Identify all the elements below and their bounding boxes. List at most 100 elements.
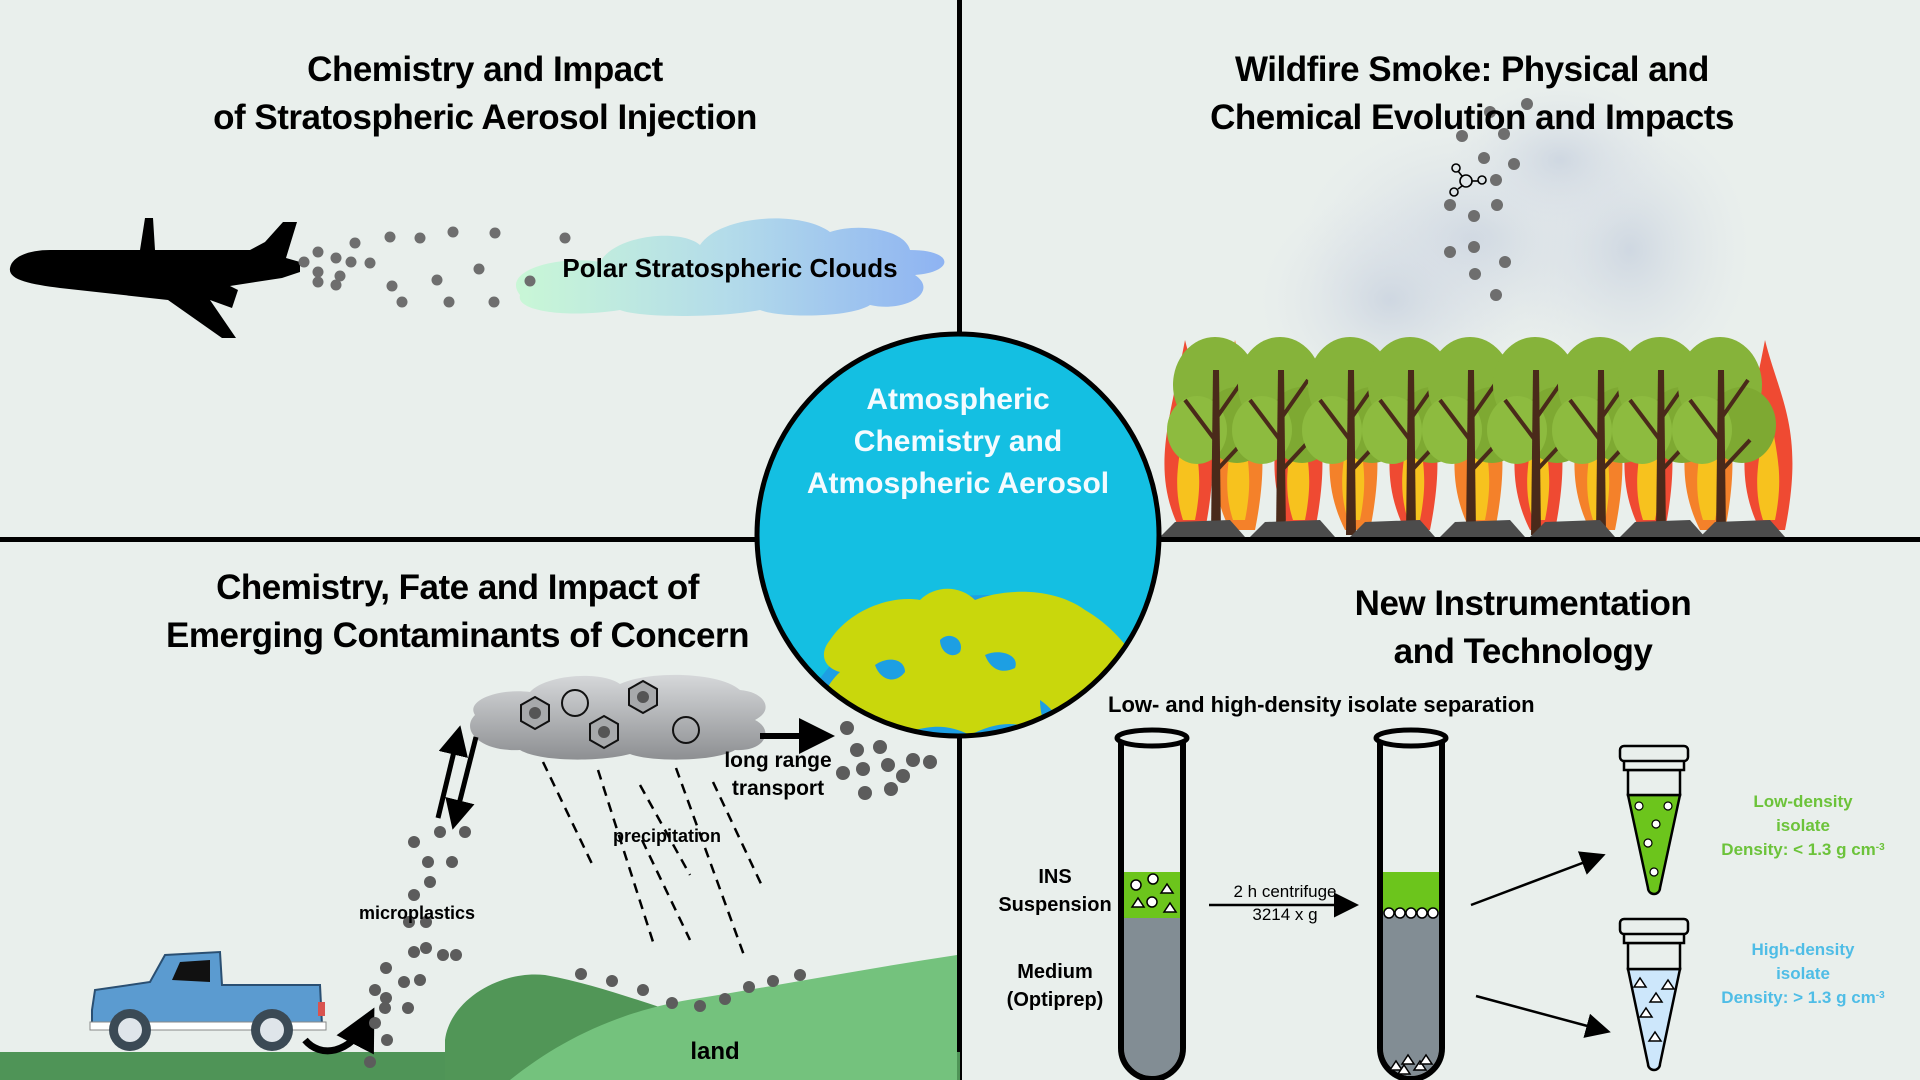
burning-forest [1160,337,1793,537]
tree-crown [1362,396,1422,464]
particle-dot [858,786,872,800]
microplastic-particles [364,826,471,1068]
particle-dot [381,1034,393,1046]
label-line: 3214 x g [1252,905,1318,924]
ins-suspension-label: INS Suspension [975,863,1135,919]
particle-dot [459,826,471,838]
particle-dot [447,226,459,238]
tree-trunk [1466,370,1476,535]
particle-dot [408,946,420,958]
rock [1530,520,1615,537]
label-line: Low-density [1753,792,1853,811]
low-density-label: Low-density isolate Density: < 1.3 g cm-… [1703,790,1903,862]
title-line: of Stratospheric Aerosol Injection [213,98,757,137]
rock [1700,520,1785,537]
particle-dot [906,753,920,767]
tree-crown [1487,396,1547,464]
tree-crown [1232,396,1292,464]
particle-dot [606,975,618,987]
tree-trunk [1531,370,1541,535]
test-tube-before [1114,727,1190,1080]
particle-dot [836,766,850,780]
tree-trunk [1406,370,1416,535]
particle-dot [1499,256,1511,268]
tree-trunk [1211,370,1221,535]
particle-dot [312,266,324,278]
particle-dot [794,969,806,981]
particle-dot [450,949,462,961]
label-line: High-density [1751,940,1855,959]
tree-crown [1612,396,1672,464]
exchange-arrows [435,725,479,830]
polar-stratospheric-cloud [516,218,945,316]
label-line: long range [724,749,832,772]
particle-dot [443,296,455,308]
title-line: Chemistry and [853,425,1063,458]
high-density-arrow [1475,994,1611,1038]
density-text: Density: > 1.3 g cm [1721,988,1876,1007]
particle-dot [1484,106,1496,118]
density-exponent: -3 [1875,990,1885,1001]
tree-crown [1302,396,1362,464]
particle-dot [1498,128,1510,140]
emission-arrow [302,1007,375,1055]
title-line: Chemical Evolution and Impacts [1210,98,1734,137]
center-title: Atmospheric Chemistry and Atmospheric Ae… [758,379,1158,505]
precipitation-lines [541,761,765,959]
particle-dot [488,296,500,308]
label-line: isolate [1776,816,1830,835]
particle-dot [330,252,342,264]
particle-dot [380,962,392,974]
particle-dot [1469,268,1481,280]
density-value: Density: < 1.3 g cm-3 [1703,838,1903,862]
particle-dot [1478,152,1490,164]
title-line: Atmospheric Aerosol [806,467,1110,500]
aerosol-particles [298,226,571,308]
particle-dot [369,984,381,996]
title-line: New Instrumentation [1354,584,1692,623]
particle-dot [1490,174,1502,186]
smoke-particles [1444,98,1533,301]
particle-dot [881,758,895,772]
particle-dot [856,762,870,776]
particle-dot [380,992,392,1004]
tree-trunk [1656,370,1666,535]
particle-dot [364,1056,376,1068]
particle-dot [873,740,887,754]
particle-dot [1468,241,1480,253]
molecule-icon [1449,163,1487,197]
title-line: Emerging Contaminants of Concern [166,616,749,655]
smoke-plume [1260,80,1750,410]
tree-trunk [1276,370,1286,535]
flame-core [1757,400,1780,520]
particle-dot [379,1002,391,1014]
particle-dot [1521,98,1533,110]
particle-dot [743,981,755,993]
rock [1160,520,1245,537]
title-line: Chemistry and Impact [307,50,663,89]
particle-dot [403,916,415,928]
particle-dot [414,232,426,244]
particle-dot [896,769,910,783]
test-tube-after [1373,727,1449,1080]
particle-dot [408,836,420,848]
particle-dot [330,279,342,291]
particle-dot [408,889,420,901]
tree-trunk [1346,370,1356,535]
particle-dot [396,296,408,308]
particle-dot [312,246,324,258]
title-line: Chemistry, Fate and Impact of [216,568,699,607]
medium-label: Medium (Optiprep) [975,958,1135,1014]
particle-dot [1468,210,1480,222]
particle-dot [364,257,376,269]
panel-title-wildfire-smoke: Wildfire Smoke: Physical and Chemical Ev… [1172,46,1772,142]
low-density-vial [1618,744,1690,896]
particle-dot [840,721,854,735]
contaminant-cloud [470,674,766,760]
rock [1440,520,1525,537]
particle-dot [345,256,357,268]
tree-crown [1422,396,1482,464]
density-value: Density: > 1.3 g cm-3 [1703,986,1903,1010]
particle-dot [424,876,436,888]
